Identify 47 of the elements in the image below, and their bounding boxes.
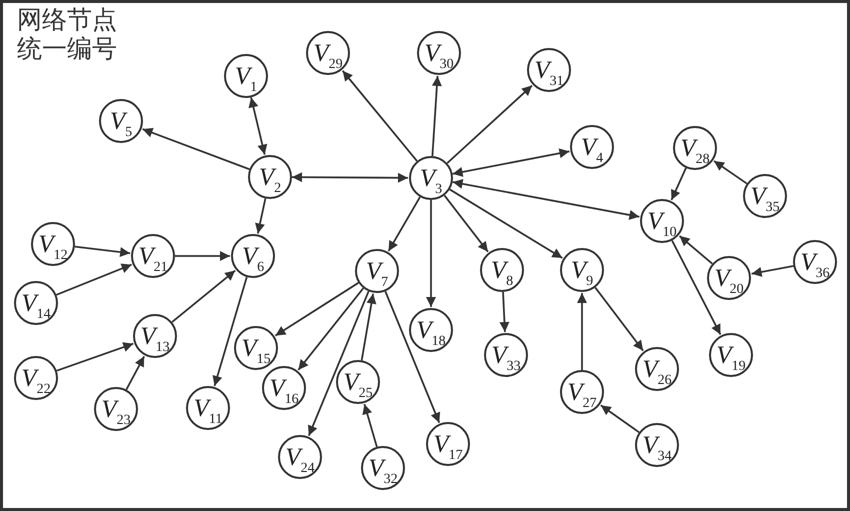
arrow — [499, 292, 510, 332]
arrow — [255, 198, 266, 234]
arrow — [384, 291, 440, 424]
arrow — [449, 188, 563, 259]
diagram-title: 网络节点统一编号 — [17, 7, 118, 64]
arrow — [600, 404, 640, 434]
arrow — [751, 265, 794, 277]
node-label: V$_{21}$ — [138, 244, 168, 268]
node-label: V$_{4}$ — [580, 134, 604, 160]
arrow — [426, 200, 436, 307]
arrow — [388, 196, 421, 252]
arrow — [713, 160, 748, 184]
arrow — [274, 282, 359, 336]
node-label: V$_{24}$ — [285, 444, 315, 470]
node-label: V$_{7}$ — [366, 258, 388, 284]
arrow — [432, 76, 442, 156]
node-label: V$_{27}$ — [567, 380, 597, 404]
arrow — [594, 287, 644, 352]
arrow — [56, 264, 132, 296]
arrow — [577, 293, 587, 370]
node-label: V$_{17}$ — [433, 432, 463, 456]
arrow — [342, 70, 418, 162]
arrow — [452, 178, 640, 220]
arrow — [308, 290, 370, 436]
node-label: V$_{22}$ — [21, 366, 51, 390]
arrow — [142, 128, 250, 170]
node-label: V$_{12}$ — [38, 232, 68, 256]
arrow — [670, 168, 687, 200]
arrow — [292, 172, 408, 183]
arrow — [175, 251, 230, 261]
arrow — [360, 294, 376, 360]
arrow — [212, 276, 248, 386]
arrow — [74, 246, 130, 258]
arrow — [452, 148, 570, 177]
arrow — [671, 240, 722, 335]
arrow — [248, 97, 268, 155]
arrow — [678, 235, 713, 264]
arrow — [171, 270, 236, 323]
arrow — [444, 194, 489, 252]
arrow — [362, 404, 378, 448]
node-label: V$_{11}$ — [194, 396, 222, 420]
arrow — [446, 84, 533, 164]
node-label: V$_{14}$ — [21, 290, 51, 316]
node-label: V$_{1}$ — [234, 64, 258, 88]
arrow — [298, 288, 364, 371]
node-label: V$_{2}$ — [258, 164, 282, 190]
arrow — [56, 342, 134, 372]
